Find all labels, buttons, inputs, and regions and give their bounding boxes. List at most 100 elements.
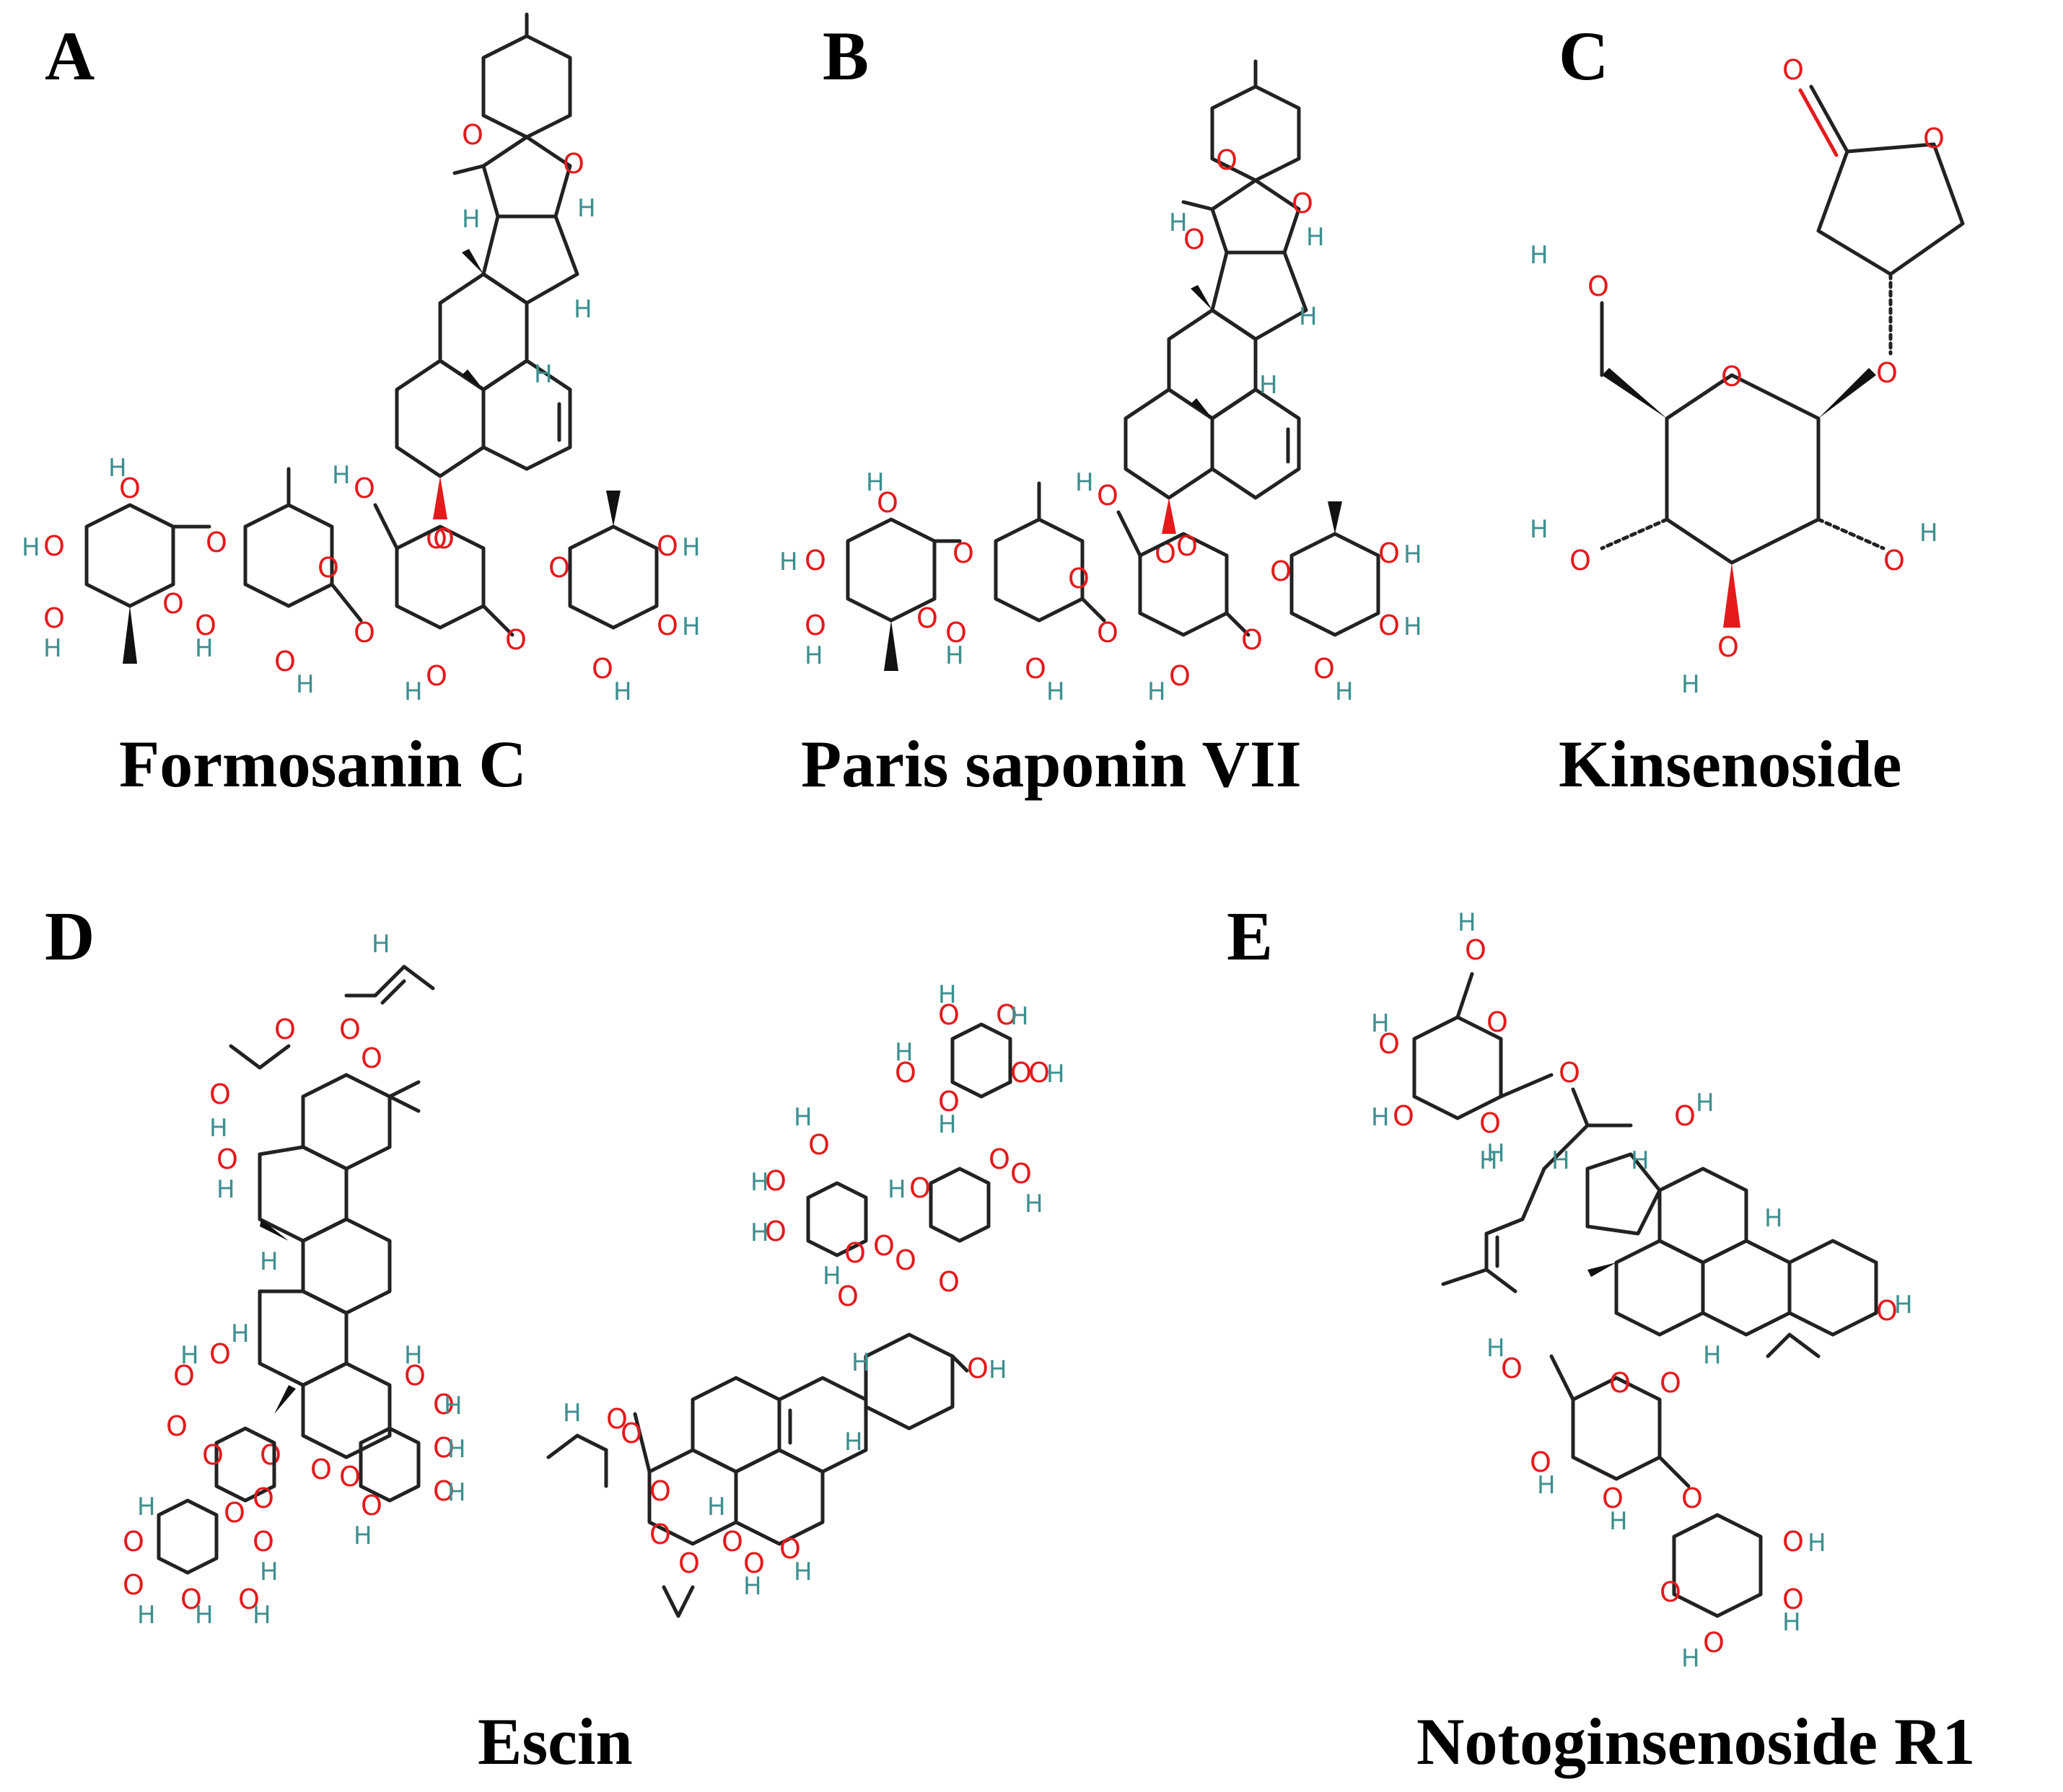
svg-text:O: O (657, 530, 678, 562)
svg-text:O: O (1486, 1006, 1508, 1038)
svg-text:H: H (613, 677, 632, 706)
svg-text:H: H (1530, 241, 1549, 270)
svg-text:H: H (462, 205, 481, 234)
svg-text:O: O (238, 1584, 260, 1615)
svg-text:O: O (123, 1569, 144, 1601)
svg-text:O: O (606, 1403, 628, 1435)
svg-text:H: H (209, 1114, 228, 1143)
svg-text:O: O (1883, 545, 1905, 576)
svg-text:H: H (216, 1175, 235, 1204)
svg-text:O: O (1876, 357, 1898, 389)
svg-text:O: O (404, 1360, 426, 1392)
svg-text:H: H (794, 1558, 813, 1586)
svg-text:O: O (909, 1172, 931, 1204)
svg-text:H: H (1479, 1146, 1498, 1175)
svg-text:H: H (1703, 1341, 1722, 1370)
panel-letter-b: B (823, 17, 869, 95)
svg-text:H: H (1782, 1608, 1801, 1637)
svg-text:O: O (1378, 537, 1400, 569)
svg-text:H: H (260, 1247, 279, 1276)
svg-text:O: O (844, 1237, 866, 1269)
svg-text:H: H (750, 1218, 769, 1247)
svg-text:O: O (1378, 1028, 1400, 1060)
svg-text:O: O (1292, 188, 1313, 219)
svg-text:H: H (1403, 540, 1422, 569)
svg-text:H: H (866, 468, 885, 497)
svg-text:O: O (505, 624, 527, 656)
svg-text:H: H (888, 1175, 906, 1204)
panel-c: C O O O O O H O H O H O (1530, 17, 1965, 801)
svg-text:O: O (180, 1584, 202, 1615)
structure-formosanin-c: O O O H H H H O OH OH OH O O OH OH O (22, 12, 701, 706)
svg-text:H: H (22, 533, 40, 562)
svg-text:O: O (873, 1230, 895, 1262)
svg-text:O: O (1010, 1158, 1032, 1190)
svg-text:H: H (1551, 1146, 1570, 1175)
svg-text:H: H (260, 1558, 279, 1586)
svg-text:H: H (1894, 1291, 1913, 1319)
svg-text:O: O (548, 552, 570, 584)
svg-text:O: O (173, 1360, 195, 1392)
panel-letter-d: D (45, 897, 95, 975)
svg-text:O: O (433, 1475, 455, 1507)
panel-e: E OH O OH OH OH O H (1227, 897, 1975, 1778)
svg-text:H: H (137, 1493, 156, 1521)
svg-text:O: O (808, 1129, 830, 1161)
svg-text:H: H (938, 1110, 957, 1139)
svg-text:O: O (209, 1338, 231, 1370)
svg-text:O: O (765, 1216, 787, 1247)
svg-text:O: O (1068, 563, 1090, 594)
svg-text:O: O (765, 1165, 787, 1197)
svg-text:H: H (1609, 1507, 1628, 1536)
svg-text:O: O (657, 610, 678, 641)
svg-text:O: O (895, 1057, 916, 1089)
svg-text:H: H (231, 1319, 250, 1348)
svg-text:O: O (361, 1042, 382, 1074)
svg-text:H: H (1631, 1146, 1650, 1175)
svg-text:O: O (952, 537, 974, 569)
svg-text:H: H (823, 1262, 841, 1291)
svg-text:O: O (1183, 224, 1205, 255)
svg-text:O: O (649, 1475, 671, 1507)
svg-text:H: H (682, 612, 701, 641)
caption-a: Formosanin C (119, 727, 527, 801)
svg-text:H: H (707, 1493, 726, 1521)
svg-text:O: O (43, 602, 65, 634)
svg-text:O: O (678, 1547, 700, 1579)
svg-text:O: O (1241, 624, 1263, 656)
svg-text:O: O (1465, 934, 1486, 966)
svg-text:O: O (339, 1461, 361, 1493)
svg-text:H: H (682, 533, 701, 562)
svg-text:H: H (1696, 1089, 1714, 1117)
svg-text:O: O (1169, 660, 1191, 692)
svg-text:H: H (1371, 1009, 1390, 1038)
svg-text:H: H (447, 1478, 466, 1507)
svg-text:H: H (296, 670, 315, 699)
panel-b: B OH O O H H H O O OH OH OH (779, 17, 1422, 801)
svg-text:O: O (1270, 555, 1292, 587)
svg-text:O: O (1501, 1353, 1523, 1384)
svg-text:O: O (1097, 480, 1118, 511)
svg-text:O: O (1681, 1483, 1703, 1514)
svg-text:O: O (1660, 1576, 1681, 1608)
svg-text:H: H (1010, 1002, 1029, 1031)
svg-text:H: H (1681, 1644, 1700, 1673)
panel-a: A O O O H H H (22, 12, 701, 801)
svg-text:O: O (837, 1281, 859, 1312)
svg-text:H: H (1537, 1471, 1556, 1500)
svg-text:H: H (444, 1392, 463, 1420)
caption-c: Kinsenoside (1559, 727, 1901, 801)
svg-text:H: H (108, 454, 127, 483)
svg-text:H: H (895, 1038, 914, 1067)
svg-text:O: O (1782, 1526, 1804, 1558)
svg-text:O: O (938, 999, 960, 1031)
svg-text:H: H (938, 980, 957, 1009)
svg-text:H: H (195, 634, 214, 663)
svg-text:O: O (462, 119, 483, 151)
svg-text:O: O (1876, 1295, 1898, 1327)
svg-text:O: O (722, 1526, 743, 1558)
svg-text:H: H (1808, 1529, 1826, 1558)
svg-text:O: O (123, 1526, 144, 1558)
svg-text:H: H (844, 1428, 863, 1457)
